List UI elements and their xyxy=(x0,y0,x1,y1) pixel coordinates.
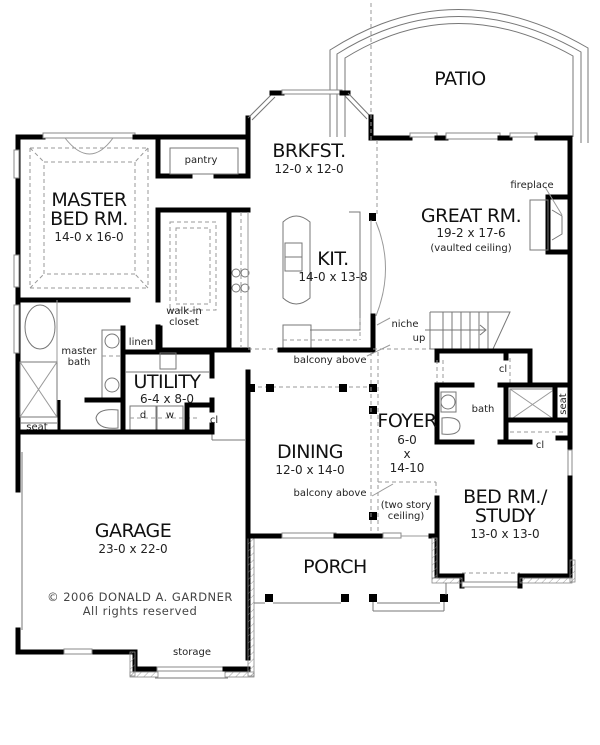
bath-label: bath xyxy=(472,404,495,415)
hall-bath-walls xyxy=(434,348,573,445)
breakfast-dims: 12-0 x 12-0 xyxy=(274,162,343,176)
dining-walls xyxy=(245,352,437,539)
kitchen-dims: 14-0 x 13-8 xyxy=(298,270,367,284)
bed-study-label-1: BED RM./ xyxy=(463,486,548,508)
staircase xyxy=(425,311,511,350)
fixture-labels: pantry fireplace walk-in closet linen ma… xyxy=(26,155,569,658)
bed-closet-label: cl xyxy=(536,440,544,451)
walk-in-label-2: closet xyxy=(169,317,199,328)
garage-walls xyxy=(15,369,255,679)
porch-label: PORCH xyxy=(303,556,367,578)
patio-label: PATIO xyxy=(434,68,485,90)
master-bath-label-2: bath xyxy=(68,357,91,368)
up-label: up xyxy=(413,333,426,344)
fireplace-label: fireplace xyxy=(510,180,553,191)
dining-dims: 12-0 x 14-0 xyxy=(275,463,344,477)
washer-label: w xyxy=(166,410,174,421)
master-bath-label-1: master xyxy=(61,346,97,357)
balcony-above-label-1: balcony above xyxy=(294,355,367,366)
pantry xyxy=(155,134,251,179)
niche-label: niche xyxy=(391,319,418,330)
walk-in-closet xyxy=(155,207,251,353)
great-room-label: GREAT RM. xyxy=(421,205,521,227)
foyer-note-2: ceiling) xyxy=(388,511,425,522)
copyright-line-1: © 2006 DONALD A. GARDNER xyxy=(47,590,233,604)
great-room-note: (vaulted ceiling) xyxy=(430,243,511,254)
utility-dims: 6-4 x 8-0 xyxy=(140,392,194,406)
master-bedroom-walls xyxy=(13,132,251,493)
great-room-dims: 19-2 x 17-6 xyxy=(436,226,505,240)
bed-study-dims: 13-0 x 13-0 xyxy=(470,527,539,541)
great-room-rear-wall xyxy=(368,132,573,479)
master-bed-label-2: BED RM. xyxy=(50,208,128,230)
kitchen-label: KIT. xyxy=(317,248,348,270)
pantry-label: pantry xyxy=(185,155,218,166)
storage-label: storage xyxy=(173,647,211,658)
master-bath xyxy=(19,300,245,441)
foyer-dims-1: 6-0 xyxy=(397,433,417,447)
breakfast-label: BRKFST. xyxy=(272,140,345,162)
master-bed-label-1: MASTER xyxy=(51,189,127,211)
foyer-dims-3: 14-10 xyxy=(390,461,425,475)
copyright-line-2: All rights reserved xyxy=(83,604,198,618)
balcony-above-label-2: balcony above xyxy=(294,488,367,499)
kitchen-great-divider xyxy=(369,0,391,353)
utility-label: UTILITY xyxy=(133,371,201,393)
foyer-label: FOYER xyxy=(377,410,436,432)
kitchen-island xyxy=(282,211,361,350)
dryer-label: d xyxy=(140,410,146,421)
seat-label-right: seat xyxy=(558,393,569,414)
porch xyxy=(254,583,448,612)
dining-label: DINING xyxy=(277,441,343,463)
linen-label: linen xyxy=(129,337,153,348)
copyright: © 2006 DONALD A. GARDNER All rights rese… xyxy=(47,590,233,618)
walk-in-label-1: walk-in xyxy=(166,306,202,317)
breakfast-bay xyxy=(245,89,374,141)
bed-study-walls xyxy=(428,475,576,589)
fireplace xyxy=(529,186,573,255)
foyer-dims-2: x xyxy=(403,447,410,461)
utility-closet-label: cl xyxy=(210,415,218,426)
stair-closet-label: cl xyxy=(499,364,507,375)
bed-study-label-2: STUDY xyxy=(475,505,536,527)
foyer-note-1: (two story xyxy=(381,500,432,511)
patio-outline xyxy=(329,9,589,143)
master-bed-dims: 14-0 x 16-0 xyxy=(54,230,123,244)
room-labels: PATIO BRKFST. 12-0 x 12-0 MASTER BED RM.… xyxy=(50,68,548,578)
seat-label-left: seat xyxy=(26,422,47,433)
garage-label: GARAGE xyxy=(95,520,172,542)
kitchen-counter xyxy=(231,212,250,348)
garage-dims: 23-0 x 22-0 xyxy=(98,542,167,556)
